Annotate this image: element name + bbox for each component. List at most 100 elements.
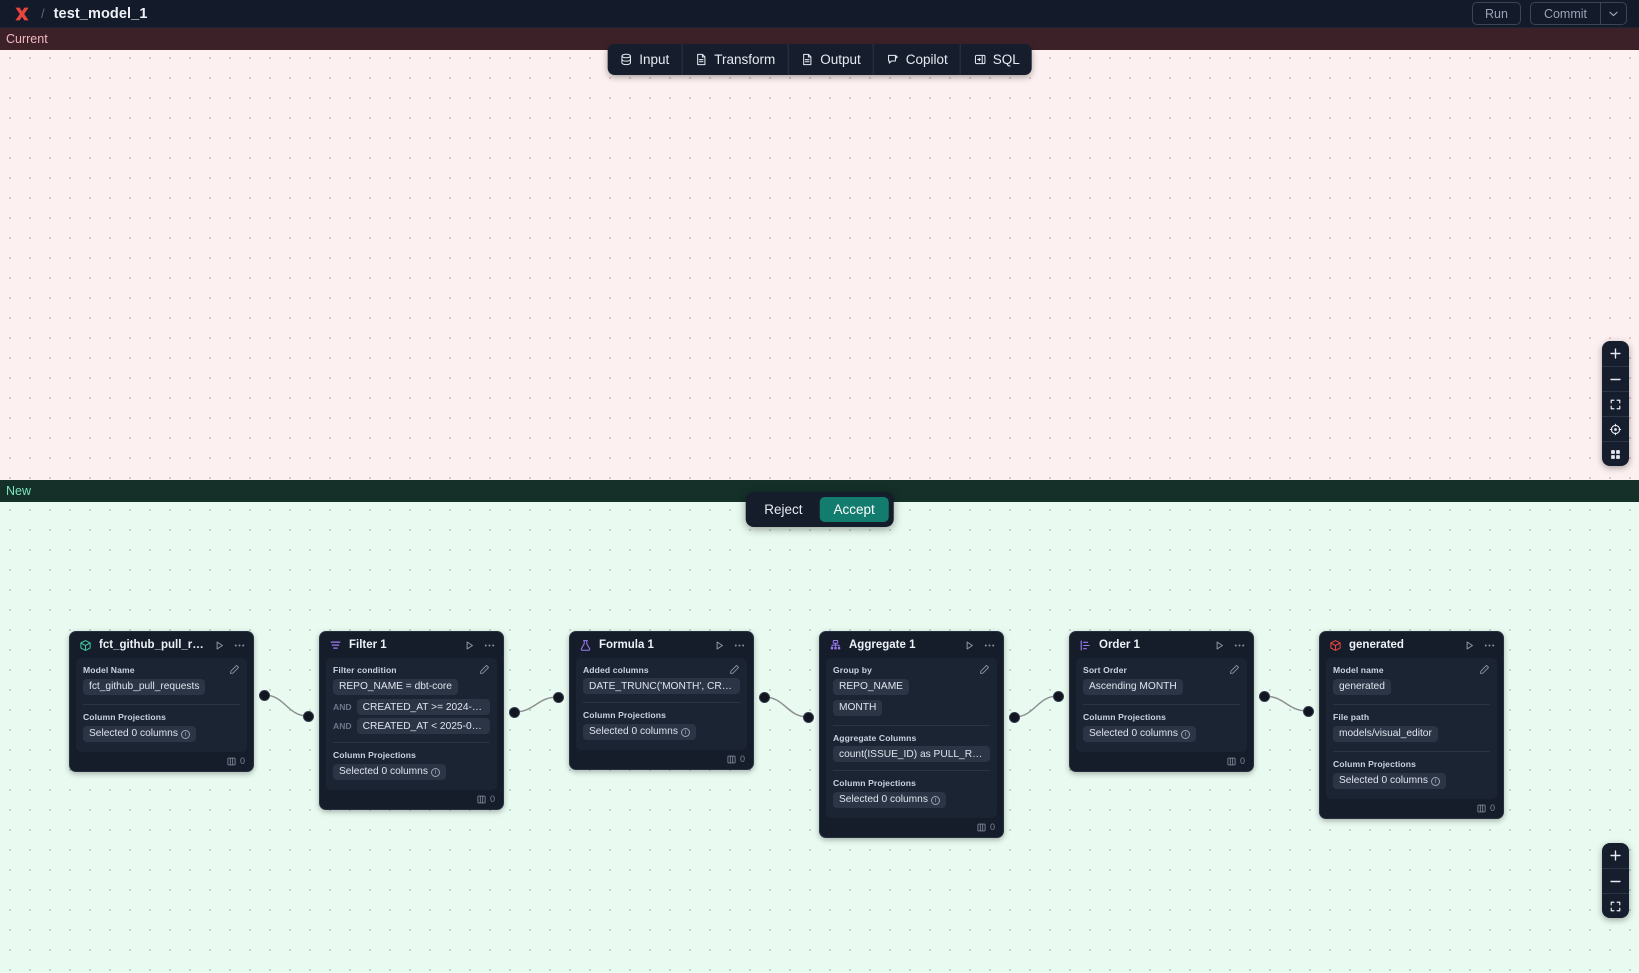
node-output-port[interactable]	[509, 707, 520, 718]
node-footer: 0	[320, 790, 503, 809]
node-input-port[interactable]	[1053, 691, 1064, 702]
zoom-in-button[interactable]	[1602, 843, 1629, 868]
fit-view-button[interactable]	[1602, 893, 1629, 918]
database-icon	[619, 53, 633, 67]
play-icon[interactable]	[1213, 639, 1226, 652]
node-fct-github-pull-requests[interactable]: fct_github_pull_requests Model Name fct_…	[69, 631, 270, 772]
info-icon[interactable]: i	[1180, 730, 1190, 740]
play-icon[interactable]	[463, 639, 476, 652]
divider	[333, 742, 490, 743]
info-icon[interactable]: i	[680, 728, 690, 738]
node-title: Formula 1	[599, 639, 654, 651]
field-label-filter-condition: Filter condition	[333, 665, 397, 675]
filter-condition-2[interactable]: CREATED_AT >= 2024-12-01	[356, 699, 490, 715]
field-value-file-path[interactable]: models/visual_editor	[1333, 725, 1438, 742]
columns-icon	[1227, 757, 1236, 766]
info-icon[interactable]: i	[180, 730, 190, 740]
run-button[interactable]: Run	[1472, 2, 1521, 25]
toggle-grid-button[interactable]	[1602, 441, 1629, 466]
more-horizontal-icon[interactable]	[983, 639, 996, 652]
info-icon[interactable]: i	[1430, 777, 1440, 787]
more-horizontal-icon[interactable]	[233, 639, 246, 652]
more-horizontal-icon[interactable]	[483, 639, 496, 652]
field-value-added-columns[interactable]: DATE_TRUNC('MONTH', CREATED_AT…	[583, 678, 740, 694]
top-bar-actions: Run Commit	[1472, 2, 1627, 25]
pencil-icon[interactable]	[229, 664, 240, 675]
field-value-aggregate-columns[interactable]: count(ISSUE_ID) as PULL_REQUEST_…	[833, 746, 990, 762]
canvas-dot-grid	[0, 28, 1639, 480]
node-order-1[interactable]: Order 1 Sort Order Ascending MONTH Colum…	[1053, 631, 1270, 772]
node-header: fct_github_pull_requests	[70, 632, 253, 658]
more-horizontal-icon[interactable]	[733, 639, 746, 652]
field-label-column-projections: Column Projections	[1083, 712, 1166, 722]
node-input-port[interactable]	[303, 711, 314, 722]
node-input-port[interactable]	[803, 712, 814, 723]
info-icon[interactable]: i	[930, 796, 940, 806]
node-aggregate-1[interactable]: Aggregate 1 Group by REPO_NAME MONTH A	[803, 631, 1020, 838]
node-output-port[interactable]	[1259, 691, 1270, 702]
play-icon[interactable]	[713, 639, 726, 652]
commit-button-group: Commit	[1529, 2, 1627, 25]
node-input-port[interactable]	[553, 692, 564, 703]
field-label-column-projections: Column Projections	[583, 710, 666, 720]
pencil-icon[interactable]	[1479, 664, 1490, 675]
filter-condition-1[interactable]: REPO_NAME = dbt-core	[333, 678, 458, 695]
zoom-out-button[interactable]	[1602, 868, 1629, 893]
node-formula-1[interactable]: Formula 1 Added columns DATE_TRUNC('MONT…	[553, 631, 770, 770]
node-output-port[interactable]	[259, 690, 270, 701]
pencil-icon[interactable]	[479, 664, 490, 675]
play-icon[interactable]	[213, 639, 226, 652]
node-output-port[interactable]	[1009, 712, 1020, 723]
node-output-port[interactable]	[759, 692, 770, 703]
tab-copilot[interactable]: Copilot	[872, 44, 960, 75]
group-by-value-1[interactable]: REPO_NAME	[833, 678, 909, 695]
node-title: generated	[1349, 639, 1404, 651]
commit-button[interactable]: Commit	[1531, 3, 1600, 24]
node-input-port[interactable]	[1303, 706, 1314, 717]
center-view-button[interactable]	[1602, 416, 1629, 441]
tab-input[interactable]: Input	[607, 44, 681, 75]
columns-icon	[977, 823, 986, 832]
diff-verdict-toolbar: Reject Accept	[745, 492, 894, 527]
app-logo-icon[interactable]	[12, 4, 32, 24]
zoom-out-button[interactable]	[1602, 366, 1629, 391]
filter-condition-3[interactable]: CREATED_AT < 2025-03-01	[356, 718, 490, 734]
node-footer: 0	[820, 818, 1003, 837]
field-label-column-projections: Column Projections	[833, 778, 916, 788]
field-label-model-name: Model name	[1333, 665, 1384, 675]
node-filter-1[interactable]: Filter 1 Filter condition REPO_NAME = db…	[303, 631, 520, 810]
tab-transform[interactable]: Transform	[681, 44, 787, 75]
field-value-model-name[interactable]: fct_github_pull_requests	[83, 678, 206, 695]
more-horizontal-icon[interactable]	[1233, 639, 1246, 652]
node-generated[interactable]: generated Model name generated File path…	[1303, 631, 1504, 819]
zoom-in-button[interactable]	[1602, 341, 1629, 366]
chevron-down-icon[interactable]	[1600, 3, 1626, 24]
accept-button[interactable]: Accept	[819, 497, 889, 522]
node-body: Filter condition REPO_NAME = dbt-core AN…	[326, 658, 497, 790]
cube-red-icon	[1329, 639, 1342, 652]
node-footer: 0	[1070, 752, 1253, 771]
play-icon[interactable]	[963, 639, 976, 652]
pencil-icon[interactable]	[1229, 664, 1240, 675]
copilot-sparkle-icon	[886, 53, 900, 67]
pencil-icon[interactable]	[979, 664, 990, 675]
reject-button[interactable]: Reject	[750, 497, 816, 522]
tab-output[interactable]: Output	[787, 44, 873, 75]
field-value-model-name[interactable]: generated	[1333, 678, 1391, 695]
info-icon[interactable]: i	[430, 768, 440, 778]
node-header: Order 1	[1070, 632, 1253, 658]
play-icon[interactable]	[1463, 639, 1476, 652]
fit-view-button[interactable]	[1602, 391, 1629, 416]
group-by-value-2[interactable]: MONTH	[833, 699, 883, 716]
tab-sql[interactable]: SQL	[959, 44, 1032, 75]
more-horizontal-icon[interactable]	[1483, 639, 1496, 652]
filter-icon	[329, 639, 342, 652]
pencil-icon[interactable]	[729, 664, 740, 675]
field-value-sort-order[interactable]: Ascending MONTH	[1083, 678, 1183, 695]
